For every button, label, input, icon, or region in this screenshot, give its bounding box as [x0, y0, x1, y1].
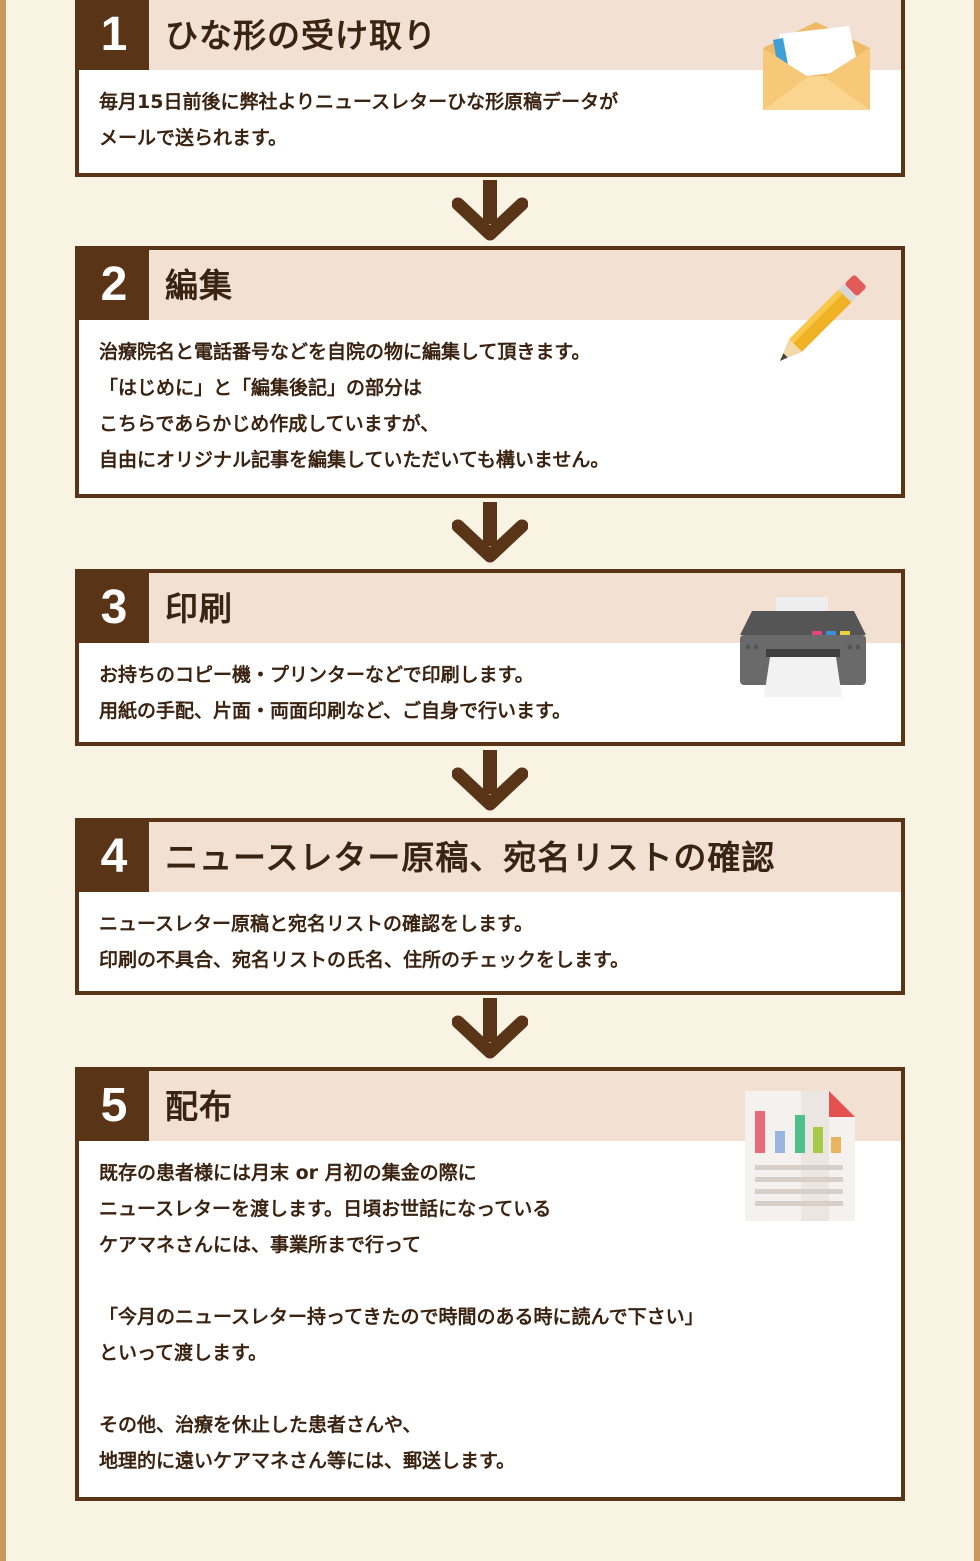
- step-text-line: 毎月15日前後に弊社よりニュースレターひな形原稿データが: [99, 91, 619, 113]
- step-text-line: といって渡します。: [99, 1342, 268, 1364]
- step-header: 2 編集: [79, 250, 901, 320]
- step-1: 1 ひな形の受け取り 毎月15日前後に弊社よりニュースレターひな形原稿データが …: [75, 0, 905, 177]
- step-header: 1 ひな形の受け取り: [79, 0, 901, 70]
- step-number: 2: [79, 250, 149, 320]
- step-header: 4 ニュースレター原稿、宛名リストの確認: [79, 822, 901, 892]
- step-text-line: こちらであらかじめ作成していますが、: [99, 413, 440, 435]
- step-5: 5 配布 既存の患者様には月末 or 月初の集金の際に ニュースレターを渡します…: [75, 1067, 905, 1501]
- step-text-line: 「今月のニュースレター持ってきたので時間のある時に読んで下さい」: [99, 1306, 704, 1328]
- step-text-line: メールで送られます。: [99, 127, 288, 149]
- step-text-line: ニュースレター原稿と宛名リストの確認をします。: [99, 913, 534, 935]
- step-text-line: 用紙の手配、片面・両面印刷など、ご自身で行います。: [99, 700, 572, 722]
- step-text-line: お持ちのコピー機・プリンターなどで印刷します。: [99, 664, 534, 686]
- step-number: 3: [79, 573, 149, 643]
- step-title: 編集: [165, 266, 233, 305]
- step-text-line: 地理的に遠いケアマネさん等には、郵送します。: [99, 1450, 516, 1472]
- blank-line: [99, 1263, 881, 1299]
- step-text-line: 既存の患者様には月末 or 月初の集金の際に: [99, 1162, 477, 1184]
- step-title: 印刷: [165, 589, 233, 628]
- step-number: 1: [79, 0, 149, 70]
- step-text-line: 印刷の不具合、宛名リストの氏名、住所のチェックをします。: [99, 949, 630, 971]
- step-number: 5: [79, 1071, 149, 1141]
- step-4: 4 ニュースレター原稿、宛名リストの確認 ニュースレター原稿と宛名リストの確認を…: [75, 818, 905, 995]
- blank-line: [99, 1371, 881, 1407]
- step-text-line: 「はじめに」と「編集後記」の部分は: [99, 377, 423, 399]
- step-title: ひな形の受け取り: [165, 16, 437, 55]
- left-border: [0, 0, 6, 1561]
- step-number: 4: [79, 822, 149, 892]
- printer-icon: [740, 597, 866, 697]
- step-text-line: ケアマネさんには、事業所まで行って: [99, 1234, 422, 1256]
- arrow-down-icon: [452, 502, 528, 563]
- step-body: お持ちのコピー機・プリンターなどで印刷します。 用紙の手配、片面・両面印刷など、…: [79, 643, 901, 747]
- step-text-line: 自由にオリジナル記事を編集していただいても構いません。: [99, 449, 610, 471]
- arrow-down-icon: [452, 750, 528, 811]
- step-text-line: 治療院名と電話番号などを自院の物に編集して頂きます。: [99, 341, 591, 363]
- envelope-icon: [763, 22, 870, 110]
- arrow-down-icon: [452, 998, 528, 1059]
- step-title: ニュースレター原稿、宛名リストの確認: [165, 838, 776, 877]
- step-body: ニュースレター原稿と宛名リストの確認をします。 印刷の不具合、宛名リストの氏名、…: [79, 892, 901, 996]
- step-body: 毎月15日前後に弊社よりニュースレターひな形原稿データが メールで送られます。: [79, 70, 901, 174]
- step-body: 治療院名と電話番号などを自院の物に編集して頂きます。 「はじめに」と「編集後記」…: [79, 320, 901, 496]
- chart-document-icon: [745, 1091, 855, 1221]
- right-border: [974, 0, 980, 1561]
- pencil-icon: [779, 275, 866, 362]
- step-text-line: その他、治療を休止した患者さんや、: [99, 1414, 422, 1436]
- step-text-line: ニュースレターを渡します。日頃お世話になっている: [99, 1198, 552, 1220]
- step-2: 2 編集 治療院名と電話番号などを自院の物に編集して頂きます。 「はじめに」と「…: [75, 246, 905, 498]
- step-3: 3 印刷 お持ちのコピー機・プリンターなどで印刷します。 用紙の手配、片面・両面…: [75, 569, 905, 746]
- arrow-down-icon: [452, 180, 528, 241]
- step-body: 既存の患者様には月末 or 月初の集金の際に ニュースレターを渡します。日頃お世…: [79, 1141, 901, 1497]
- step-title: 配布: [165, 1087, 233, 1126]
